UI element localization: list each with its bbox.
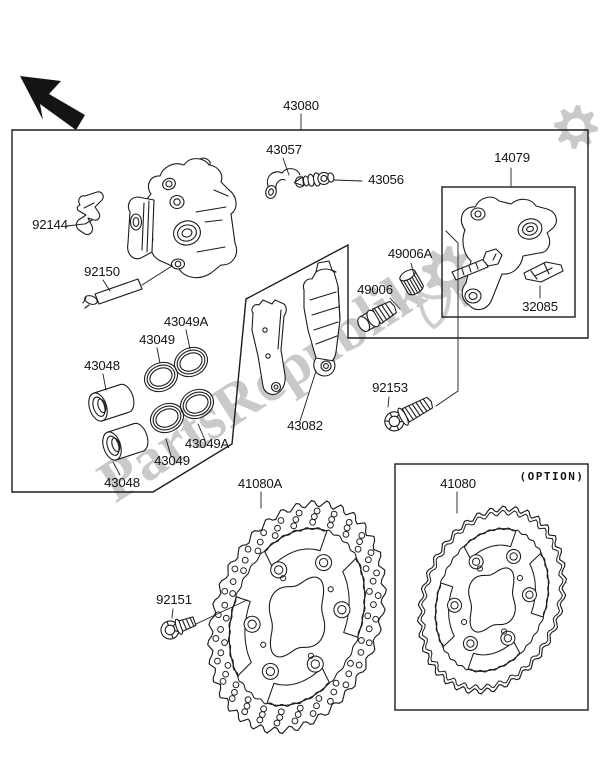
brake-pad-left-drawing <box>251 299 287 396</box>
part-label-49006: 49006 <box>357 282 393 297</box>
piston-drawing <box>102 422 149 461</box>
piston-seal-drawing <box>179 388 215 420</box>
watermark-gear-icon <box>554 105 598 149</box>
pad-clip-drawing <box>523 261 564 283</box>
bleed-valve-drawing <box>293 171 335 187</box>
part-label-43048-upper: 43048 <box>84 358 120 373</box>
piston-drawing <box>88 383 135 422</box>
part-label-43049A-upper: 43049A <box>164 314 209 329</box>
brake-pad-right-drawing <box>302 260 341 377</box>
brake-caliper-drawing <box>127 157 238 279</box>
option-brake-disc-drawing <box>416 505 568 695</box>
caliper-bracket-drawing <box>451 196 557 311</box>
main-outline-box <box>11 129 589 493</box>
leader-lines <box>66 113 541 625</box>
option-box <box>394 463 589 711</box>
bleeder-cap-drawing <box>399 269 424 296</box>
piston-seal-drawing <box>149 402 185 434</box>
part-label-43056: 43056 <box>368 172 404 187</box>
mount-bolt-drawing <box>384 396 434 432</box>
part-label-92151: 92151 <box>156 592 192 607</box>
caliper-bracket-box <box>441 186 576 318</box>
part-label-41080: 41080 <box>440 476 476 491</box>
disc-bolt-drawing <box>160 616 197 640</box>
part-label-92150: 92150 <box>84 264 120 279</box>
piston-seal-drawing <box>143 361 179 393</box>
pad-spring-drawing <box>75 191 104 235</box>
bleeder-screw-drawing <box>357 300 397 332</box>
part-label-43057: 43057 <box>266 142 302 157</box>
part-labels: 43080 43057 43056 14079 92144 92150 4900… <box>32 98 585 607</box>
part-label-14079: 14079 <box>494 150 530 165</box>
watermark-shield-icon <box>417 289 452 330</box>
part-label-43049-lower: 43049 <box>154 453 190 468</box>
part-label-43049A-lower: 43049A <box>185 436 230 451</box>
piston-seal-drawing <box>173 346 209 378</box>
option-label: (OPTION) <box>520 470 585 483</box>
part-label-43082: 43082 <box>287 418 323 433</box>
slide-pin-drawing <box>82 265 173 309</box>
part-label-32085: 32085 <box>522 299 558 314</box>
part-label-43049-upper: 43049 <box>139 332 175 347</box>
part-label-41080A: 41080A <box>238 476 283 491</box>
part-label-92153: 92153 <box>372 380 408 395</box>
part-label-43080: 43080 <box>283 98 319 113</box>
part-label-92144: 92144 <box>32 217 68 232</box>
part-label-49006A: 49006A <box>388 246 433 261</box>
brake-disc-drawing <box>207 499 387 735</box>
direction-arrow-icon <box>20 76 85 130</box>
part-label-43048-lower: 43048 <box>104 475 140 490</box>
